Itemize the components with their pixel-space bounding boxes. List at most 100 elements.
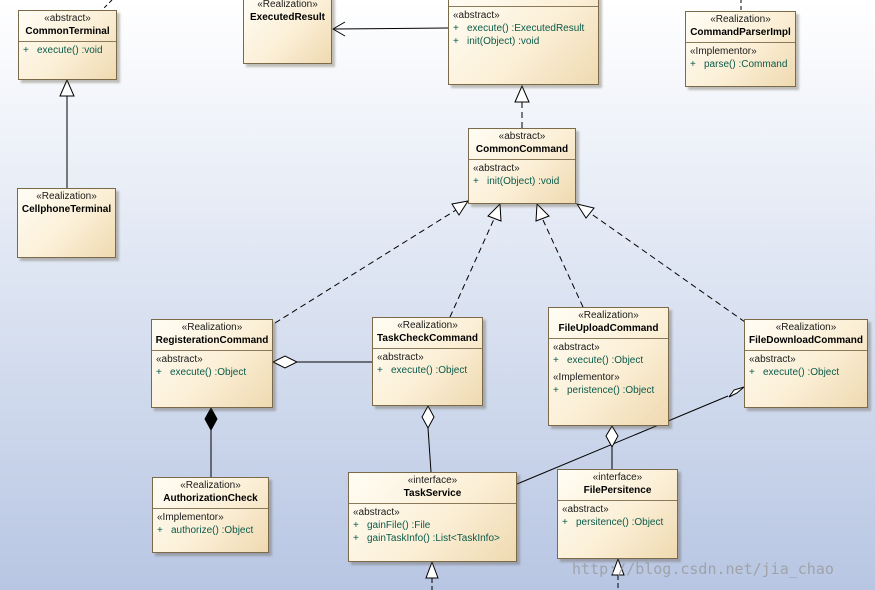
edge-taskcheck-taskservice-aggregation xyxy=(427,427,432,473)
watermark-text: http://blog.csdn.net/jia_chao xyxy=(572,560,834,578)
stereotype-label: «Realization» xyxy=(397,320,458,331)
hollow-triangle-arrow xyxy=(514,84,530,103)
stereotype-label: «abstract» xyxy=(44,13,91,24)
group-stereotype: «abstract» xyxy=(473,163,520,174)
group-stereotype: «Implementor» xyxy=(157,512,224,523)
stereotype-label: «abstract» xyxy=(498,131,546,142)
group-stereotype: «abstract» xyxy=(377,352,424,363)
group-stereotype: «abstract» xyxy=(453,10,500,21)
class-common-command[interactable]: «abstract» CommonCommand «abstract» +ini… xyxy=(468,128,576,204)
group-stereotype: «abstract» xyxy=(562,504,609,515)
stereotype-label: «Realization» xyxy=(36,191,97,202)
open-arrow-head xyxy=(332,21,346,37)
group-stereotype: «abstract» xyxy=(553,342,600,353)
hollow-diamond xyxy=(605,425,619,449)
operations-compartment: «abstract» +gainFile() :File +gainTaskIn… xyxy=(349,504,516,547)
group-stereotype: «Implementor» xyxy=(553,372,620,383)
class-header: «Realization» AuthorizationCheck xyxy=(153,478,268,509)
class-header: «Realization» RegisterationCommand xyxy=(152,320,272,351)
hollow-triangle-arrow xyxy=(425,560,439,579)
operations-compartment: «Implementor» +parse() :Command xyxy=(686,43,795,73)
operation: +execute() :Object xyxy=(156,367,247,378)
class-registeration-command[interactable]: «Realization» RegisterationCommand «abst… xyxy=(151,319,273,408)
edge-filedownload-to-commoncommand xyxy=(589,212,746,323)
hollow-triangle-arrow xyxy=(59,78,75,97)
class-executed-result[interactable]: «Realization» ExecutedResult xyxy=(243,0,332,64)
class-name: ExecutedResult xyxy=(249,12,326,23)
hollow-diamond xyxy=(728,386,745,398)
class-file-download-command[interactable]: «Realization» FileDownloadCommand «abstr… xyxy=(744,319,868,408)
class-name: FilePersitence xyxy=(583,485,652,496)
operations-compartment: «abstract» +execute() :Object xyxy=(745,351,867,381)
class-command-parser-impl[interactable]: «Realization» CommandParserImpl «Impleme… xyxy=(685,11,796,87)
class-header xyxy=(449,0,598,7)
hollow-triangle-arrow xyxy=(535,202,550,222)
class-task-check-command[interactable]: «Realization» TaskCheckCommand «abstract… xyxy=(372,317,483,406)
stereotype-label: «Realization» xyxy=(181,322,243,333)
hollow-triangle-arrow xyxy=(575,203,595,219)
class-name: FileUploadCommand xyxy=(558,323,659,334)
stereotype-label: «interface» xyxy=(407,475,458,486)
dashed-edge-stub xyxy=(101,0,113,11)
edge-filedownload-taskservice-aggregation xyxy=(516,395,729,485)
operation: +execute() :void xyxy=(23,45,103,56)
class-name: AuthorizationCheck xyxy=(163,493,258,504)
class-file-upload-command[interactable]: «Realization» FileUploadCommand «abstrac… xyxy=(548,307,669,426)
hollow-triangle-arrow xyxy=(487,202,502,222)
class-authorization-check[interactable]: «Realization» AuthorizationCheck «Implem… xyxy=(152,477,269,553)
class-header: «Realization» FileDownloadCommand xyxy=(745,320,867,351)
operations-compartment: «abstract» +execute() :Object «Implement… xyxy=(549,339,668,399)
class-name: CommonTerminal xyxy=(25,26,110,37)
class-header: «Realization» ExecutedResult xyxy=(244,0,331,27)
hollow-diamond xyxy=(421,404,435,430)
hollow-triangle-arrow xyxy=(611,557,625,576)
class-name: CommonCommand xyxy=(475,144,569,155)
operations-compartment: «abstract» +execute() :Object xyxy=(373,349,482,379)
class-header: «Realization» TaskCheckCommand xyxy=(373,318,482,349)
operation: +execute() :ExecutedResult xyxy=(453,23,585,34)
operation: +gainFile() :File xyxy=(353,520,431,531)
stereotype-label: «Realization» xyxy=(710,14,771,25)
stereotype-label: «Realization» xyxy=(180,480,241,491)
group-stereotype: «abstract» xyxy=(353,507,400,518)
class-header: «Realization» CellphoneTerminal xyxy=(18,189,115,219)
class-header: «Realization» CommandParserImpl xyxy=(686,12,795,43)
edge-registeration-to-commoncommand xyxy=(274,209,457,324)
group-stereotype: «abstract» xyxy=(156,354,203,365)
class-task-service[interactable]: «interface» TaskService «abstract» +gain… xyxy=(348,472,517,562)
filled-diamond xyxy=(204,406,218,432)
class-name: FileDownloadCommand xyxy=(749,335,863,346)
class-file-persitence[interactable]: «interface» FilePersitence «abstract» +p… xyxy=(557,469,678,559)
class-cellphone-terminal[interactable]: «Realization» CellphoneTerminal xyxy=(17,188,116,258)
stereotype-label: «Realization» xyxy=(578,310,639,321)
operations-compartment: «abstract» +init(Object) :void xyxy=(469,160,575,190)
class-top-command[interactable]: «abstract» +execute() :ExecutedResult +i… xyxy=(448,0,599,85)
class-header: «Realization» FileUploadCommand xyxy=(549,308,668,339)
class-header: «abstract» CommonTerminal xyxy=(19,11,116,42)
operation: +execute() :Object xyxy=(377,365,468,376)
class-name: TaskCheckCommand xyxy=(377,333,478,344)
operation: +persitence() :Object xyxy=(562,517,664,528)
group-stereotype: «abstract» xyxy=(749,354,796,365)
class-common-terminal[interactable]: «abstract» CommonTerminal +execute() :vo… xyxy=(18,10,117,80)
operation: +gainTaskInfo() :List<TaskInfo> xyxy=(353,533,500,544)
operation: +init(Object) :void xyxy=(473,176,560,187)
operation: +execute() :Object xyxy=(749,367,840,378)
edge-taskcheck-to-commoncommand xyxy=(449,218,495,318)
class-header: «abstract» CommonCommand xyxy=(469,129,575,160)
operations-compartment: «Implementor» +authorize() :Object xyxy=(153,509,268,539)
edge-command-to-executedresult xyxy=(332,27,449,30)
class-name: CellphoneTerminal xyxy=(21,204,112,215)
class-header: «interface» FilePersitence xyxy=(558,470,677,501)
edge-fileupload-to-commoncommand xyxy=(542,219,584,308)
class-header: «interface» TaskService xyxy=(349,473,516,504)
operation: +execute() :Object xyxy=(553,355,644,366)
operation: +peristence() :Object xyxy=(553,385,655,396)
hollow-diamond xyxy=(271,355,299,369)
operation: +parse() :Command xyxy=(690,59,788,70)
stereotype-label: «Realization» xyxy=(775,322,837,333)
operation: +authorize() :Object xyxy=(157,525,254,536)
class-name: RegisterationCommand xyxy=(155,335,269,346)
operations-compartment: «abstract» +persitence() :Object xyxy=(558,501,677,531)
